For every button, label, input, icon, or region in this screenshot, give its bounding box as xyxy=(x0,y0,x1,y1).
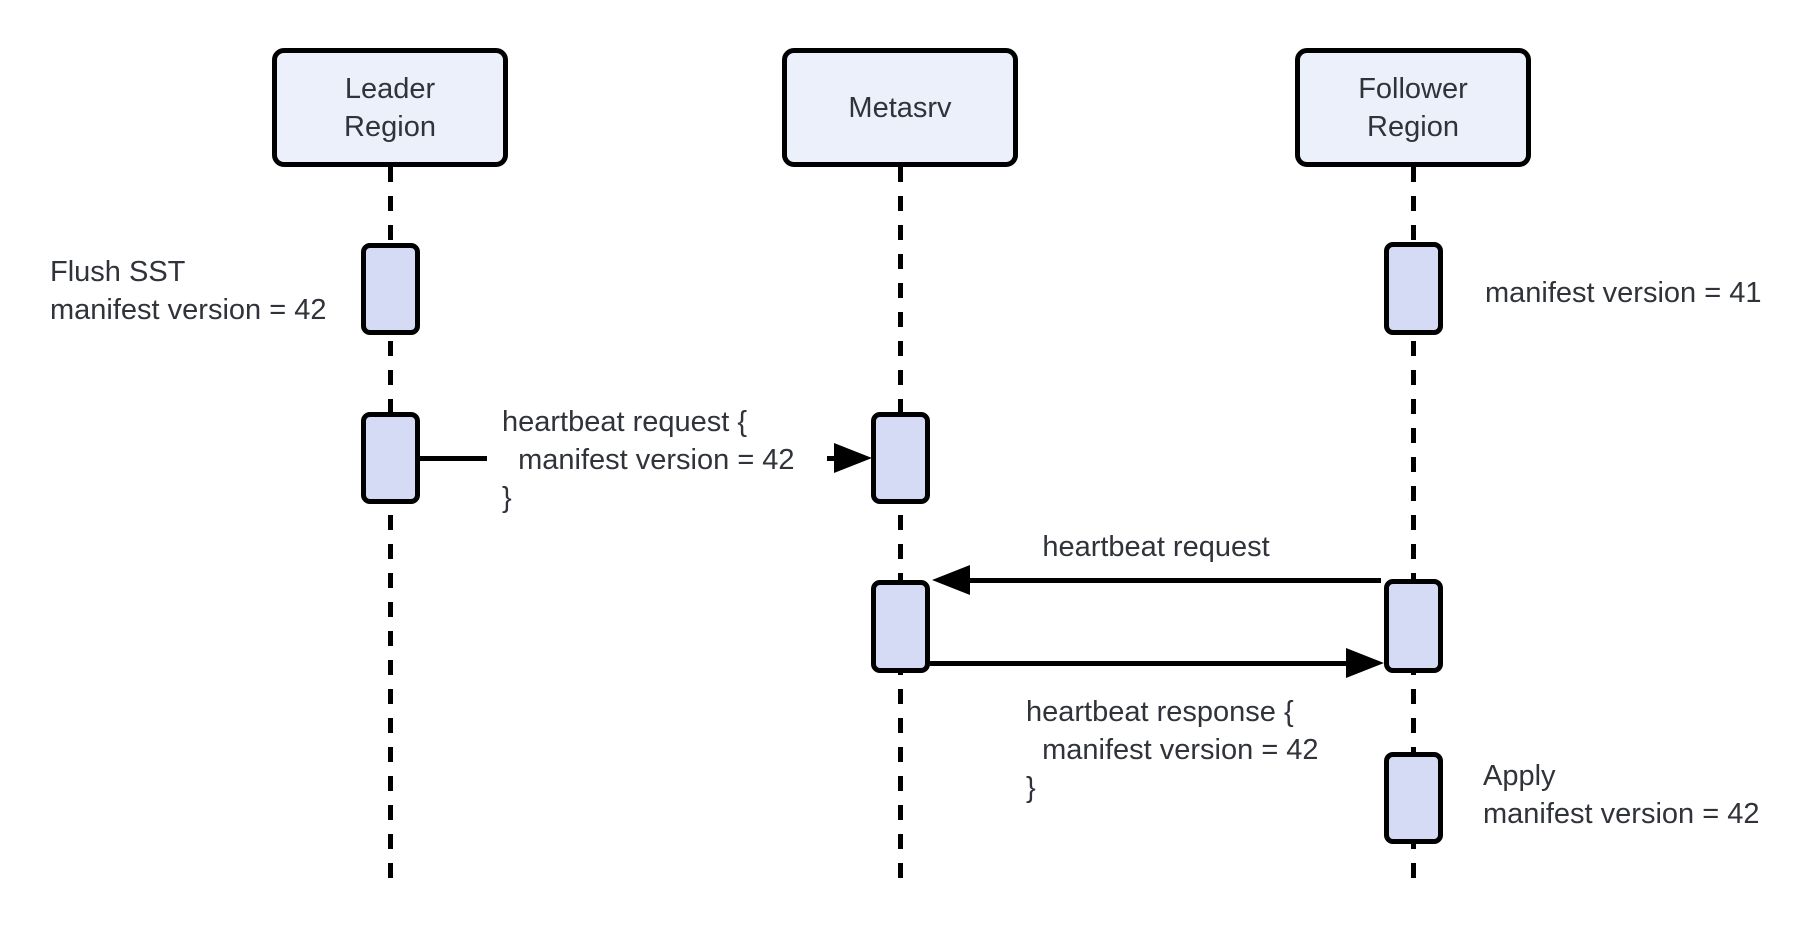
message-1-line-left xyxy=(415,456,487,461)
participant-leader-region: Leader Region xyxy=(272,48,508,167)
activation-follower-heartbeat xyxy=(1384,579,1443,673)
lifeline-metasrv xyxy=(898,167,903,880)
message-1-label: heartbeat request { manifest version = 4… xyxy=(502,406,795,514)
participant-metasrv-label: Metasrv xyxy=(848,91,952,124)
activation-metasrv-heartbeat-2 xyxy=(871,580,930,673)
message-3-arrowhead-right-icon xyxy=(1346,648,1384,678)
note-apply-manifest: Apply manifest version = 42 xyxy=(1483,760,1760,830)
message-1-arrowhead-right-icon xyxy=(834,443,872,473)
activation-leader-flush xyxy=(361,243,420,335)
note-flush-sst: Flush SST manifest version = 42 xyxy=(50,256,327,326)
message-3-label: heartbeat response { manifest version = … xyxy=(1026,696,1319,804)
message-2-arrowhead-left-icon xyxy=(932,565,970,595)
activation-follower-apply xyxy=(1384,752,1443,844)
message-2-line xyxy=(962,578,1381,583)
activation-metasrv-heartbeat-1 xyxy=(871,412,930,504)
participant-follower-region: Follower Region xyxy=(1295,48,1531,167)
participant-follower-region-label: Follower Region xyxy=(1358,72,1468,143)
message-2-label: heartbeat request xyxy=(1042,531,1270,563)
lifeline-follower-region xyxy=(1411,167,1416,880)
activation-leader-heartbeat xyxy=(361,412,420,504)
note-manifest-v41: manifest version = 41 xyxy=(1485,277,1762,309)
message-3-line xyxy=(930,661,1350,666)
participant-leader-region-label: Leader Region xyxy=(344,72,436,143)
participant-metasrv: Metasrv xyxy=(782,48,1018,167)
activation-follower-v41 xyxy=(1384,242,1443,335)
lifeline-leader-region xyxy=(388,167,393,880)
